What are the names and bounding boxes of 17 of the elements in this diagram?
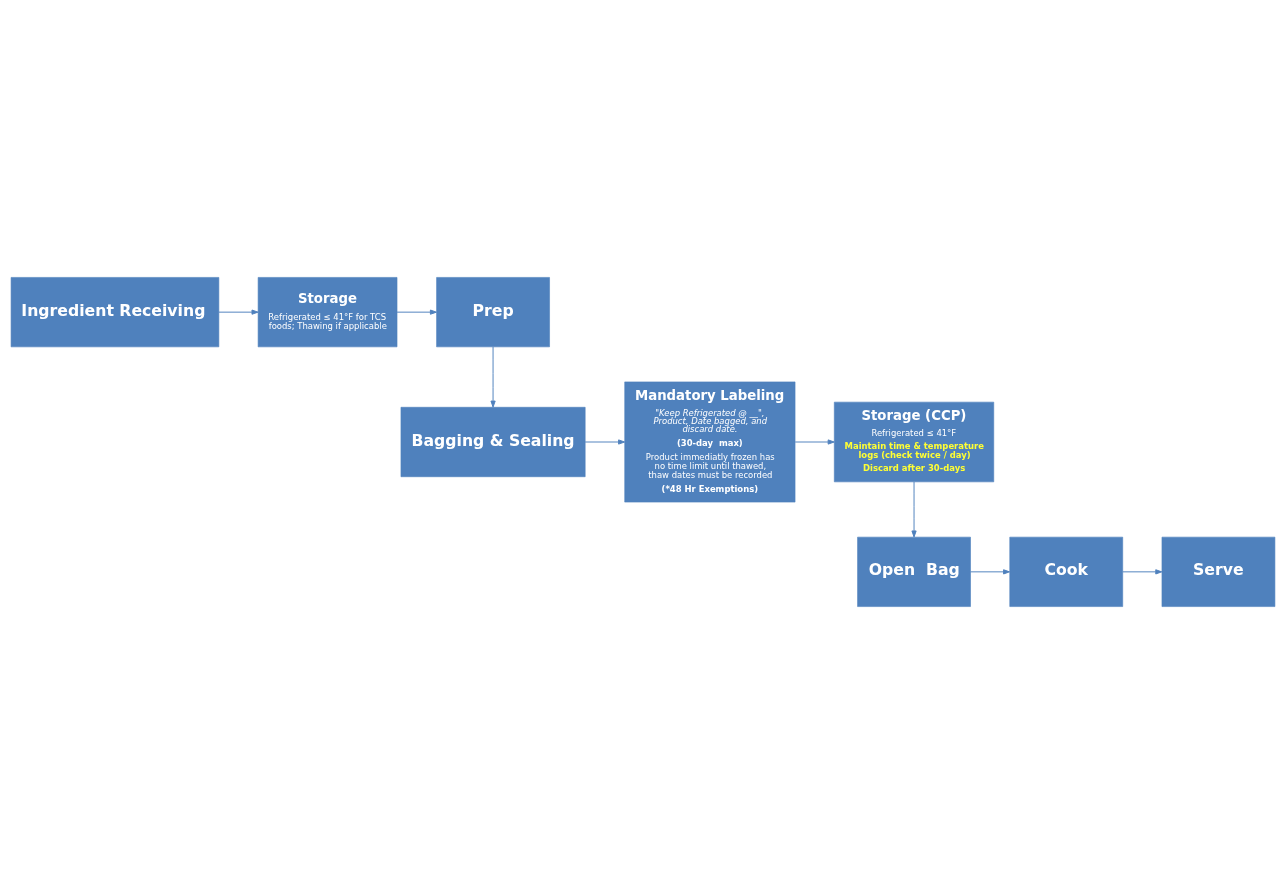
node-box: Open Bag [857, 536, 971, 607]
node-box: Storage (CCP) Refrigerated ≤ 41°F Maintain time & temperature logs (check twice / day) Discard after 30-days [834, 401, 995, 483]
arrow [490, 346, 496, 408]
arrow [794, 439, 835, 445]
arrow [1122, 569, 1163, 575]
node-box: Serve [1161, 536, 1276, 607]
node-box: Mandatory Labeling "Keep Refrigerated @ __", Product, Date bagged, and discard date. (30-day max) Product immediatly frozen has no time limit until thawed, thaw dates must be recorded (*48 Hr Exemptions) [624, 381, 796, 503]
arrow [218, 309, 259, 315]
arrow [911, 481, 917, 538]
node-box: Storage Refrigerated ≤ 41°F for TCS foods; Thawing if applicable [257, 277, 398, 348]
arrow [584, 439, 626, 445]
node-box: Ingredient Receiving [10, 277, 220, 348]
node-box: Prep [436, 277, 550, 348]
node-box: Bagging & Sealing [400, 406, 586, 478]
arrow [970, 569, 1011, 575]
node-box: Cook [1009, 536, 1123, 607]
arrow [396, 309, 437, 315]
